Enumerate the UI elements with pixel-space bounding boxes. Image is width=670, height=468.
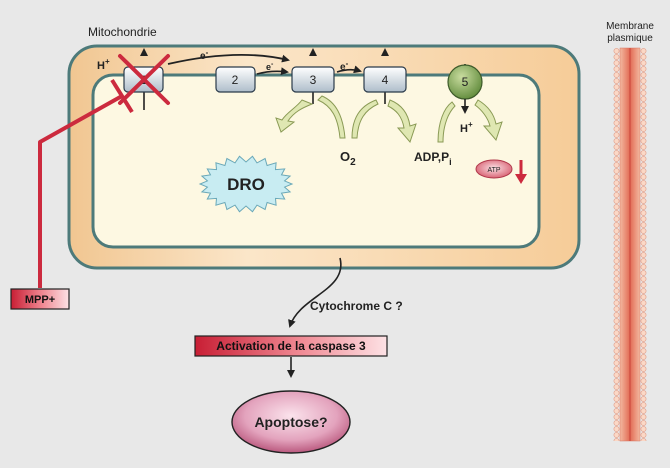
mpp-inhibition-bar	[110, 78, 134, 114]
apoptose-label: Apoptose?	[254, 414, 327, 430]
atp-label: ATP	[487, 167, 500, 174]
complex2-box	[215, 66, 256, 93]
dro-starburst	[198, 155, 294, 213]
electron-label-1: e-	[200, 48, 209, 62]
o2-label: O2	[340, 149, 356, 168]
complex3-box	[291, 66, 335, 93]
cytochrome-arrow	[288, 257, 342, 328]
curved-arrow-5-right	[474, 99, 503, 141]
complex3-label: 3	[310, 73, 317, 87]
curved-arrow-4-up	[351, 99, 379, 139]
h-plus-left: H+	[97, 57, 110, 72]
membrane-label-line1: Membrane	[606, 21, 654, 32]
electron-arrow-2-to-3	[256, 67, 289, 76]
caspase-label: Activation de la caspase 3	[216, 339, 366, 353]
curved-arrow-3-down	[317, 95, 346, 139]
complex4-up-arrow	[381, 48, 389, 56]
complex1-up-arrow	[140, 48, 148, 56]
complex4-label: 4	[382, 73, 389, 87]
inhibition-cross	[118, 54, 170, 105]
electron-label-3: e-	[340, 59, 349, 73]
atp-oval	[475, 159, 513, 179]
electron-arrow-3-to-4	[336, 65, 362, 74]
membrane-label-line2: plasmique	[607, 33, 653, 44]
mpp-inhibition-line	[38, 94, 123, 288]
mpp-label: MPP+	[25, 294, 55, 306]
curved-arrow-5-left	[437, 101, 456, 143]
h-plus-right: H+	[460, 120, 473, 135]
atp-decrease-arrow	[515, 160, 527, 184]
curved-arrow-4-right	[387, 99, 417, 143]
complex4-box	[363, 66, 407, 93]
mitochondrie-label: Mitochondrie	[88, 25, 157, 39]
adp-pi-label: ADP,Pi	[414, 150, 452, 167]
inner-membrane	[91, 73, 541, 249]
caspase-box	[194, 335, 388, 357]
cytochrome-label: Cytochrome C ?	[310, 299, 403, 313]
mpp-box	[10, 288, 70, 310]
complex5-label: 5	[462, 75, 469, 89]
dro-label: DRO	[227, 175, 265, 194]
electron-label-2: e-	[266, 61, 274, 72]
electron-arrow-1-to-3	[167, 53, 290, 65]
plasma-membrane	[612, 47, 648, 442]
complex5-down-arrow	[461, 106, 469, 114]
apoptose-ellipse	[231, 390, 351, 454]
complex2-label: 2	[232, 73, 239, 87]
curved-arrow-3-left	[275, 99, 314, 133]
complex3-up-arrow	[309, 48, 317, 56]
